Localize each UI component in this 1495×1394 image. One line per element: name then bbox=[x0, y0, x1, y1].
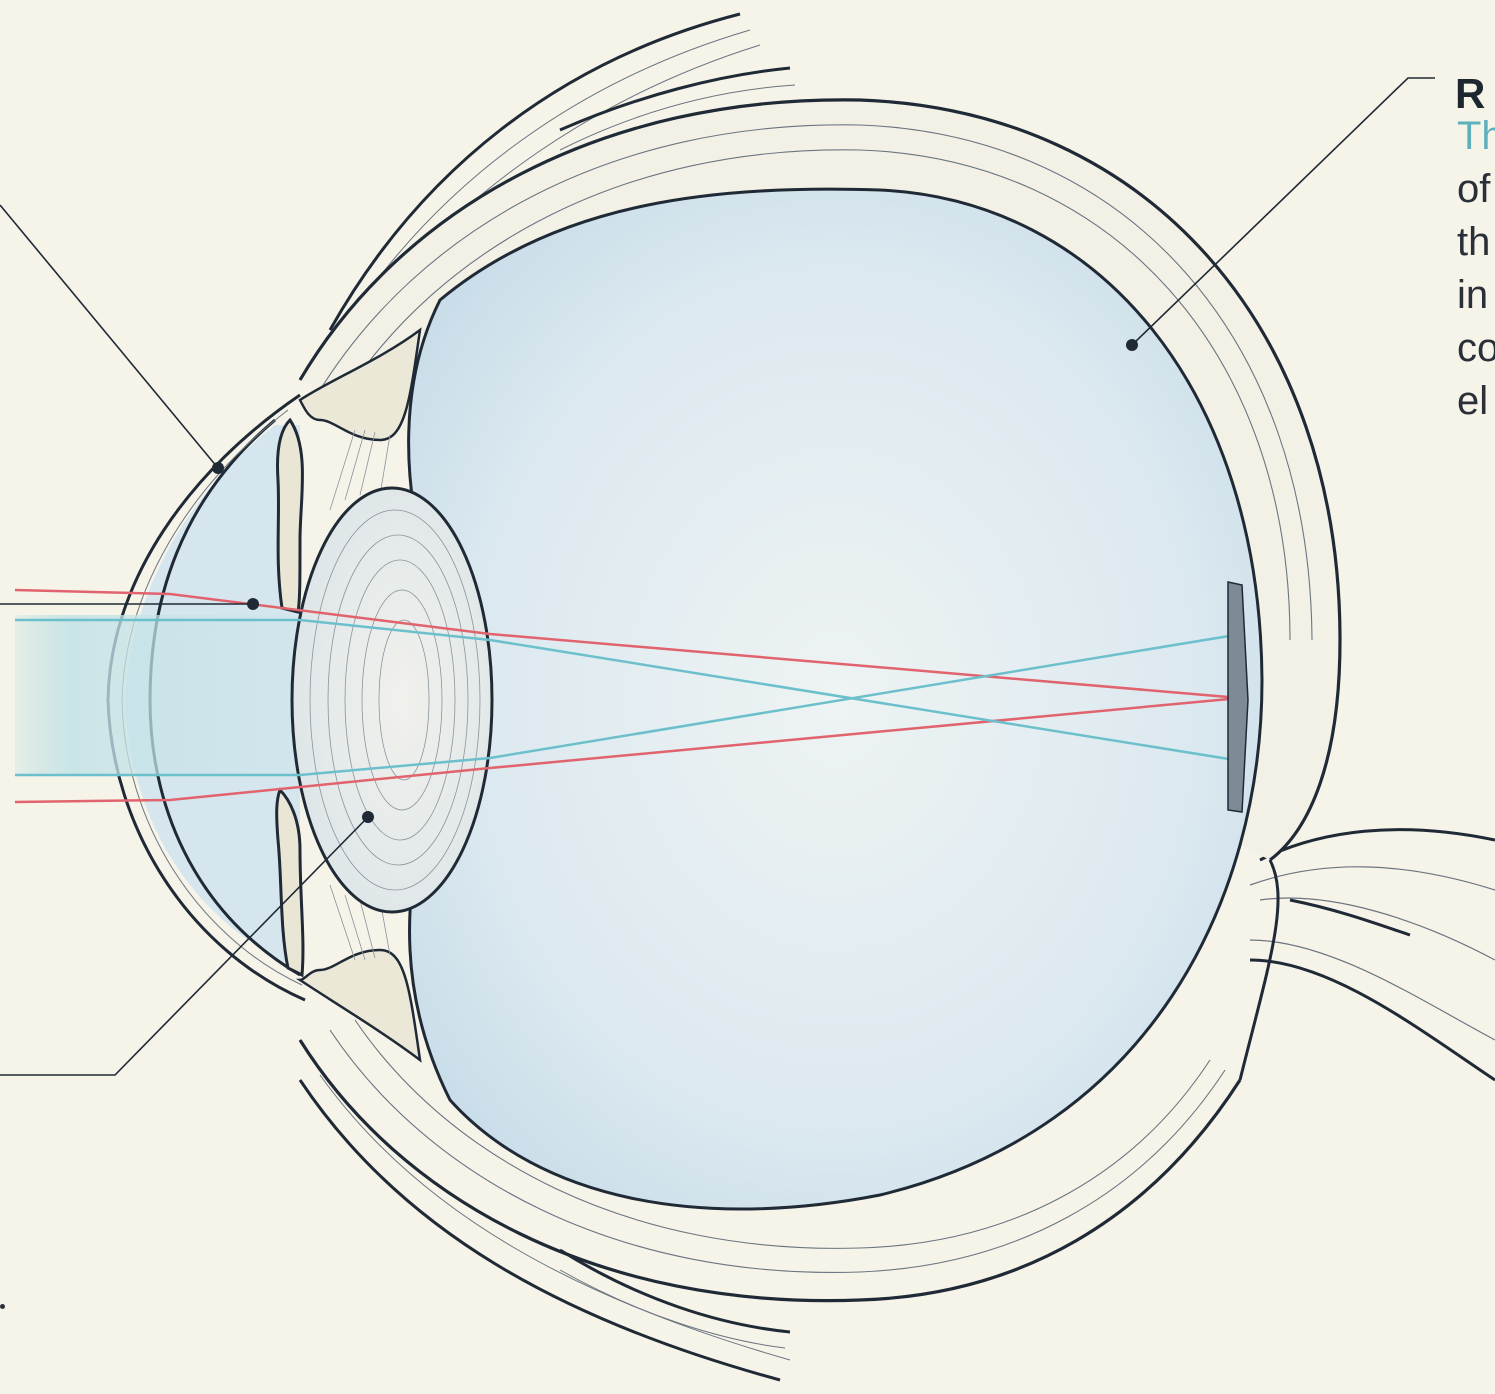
retina-label-line-3: th bbox=[1457, 216, 1495, 269]
retina-label-body: Th of th in co el bbox=[1457, 110, 1495, 428]
lens bbox=[292, 488, 492, 912]
retina-label-line-6: el bbox=[1457, 375, 1495, 428]
light-beam bbox=[15, 615, 300, 775]
retina-label-line-1: Th bbox=[1457, 110, 1495, 163]
optic-nerve bbox=[1250, 830, 1495, 1080]
lens-dot bbox=[362, 811, 374, 823]
retina-label-line-5: co bbox=[1457, 322, 1495, 375]
retina-label-line-2: of bbox=[1457, 163, 1495, 216]
retina-dot bbox=[1126, 339, 1138, 351]
leader-cornea bbox=[0, 205, 218, 468]
cornea-dot bbox=[212, 462, 224, 474]
pupil-dot bbox=[247, 598, 259, 610]
edge-dot bbox=[0, 1304, 5, 1309]
retina-label-line-4: in bbox=[1457, 269, 1495, 322]
